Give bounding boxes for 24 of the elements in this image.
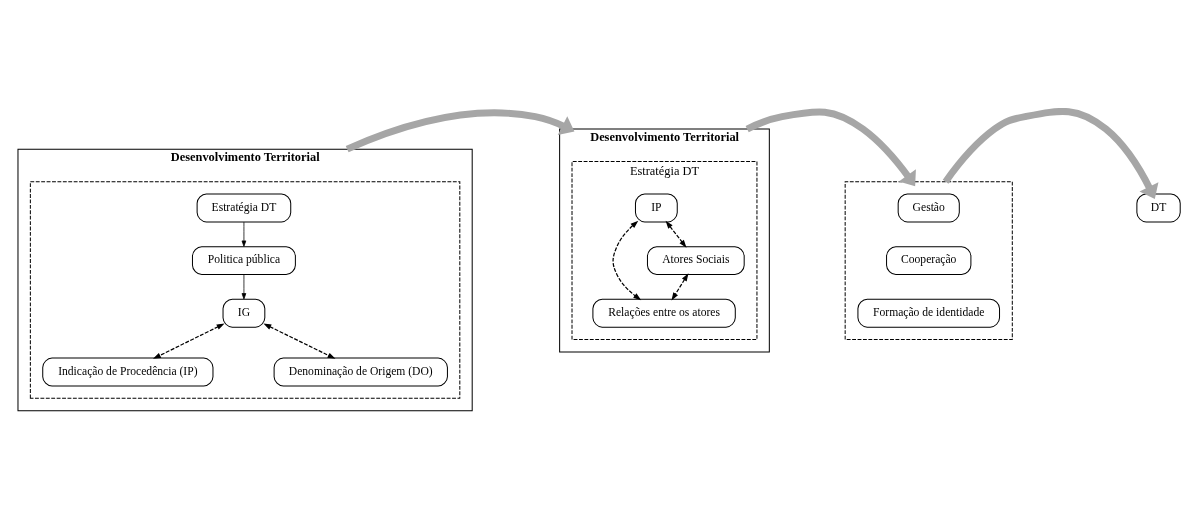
node-box: Atores Sociais — [646, 246, 745, 276]
arrow — [665, 220, 687, 248]
arrow — [942, 108, 1159, 199]
cluster — [29, 181, 461, 399]
arrow — [345, 109, 575, 153]
node-box: Denominação de Origem (DO) — [273, 357, 448, 387]
node-box: DT — [1136, 193, 1181, 223]
arrow — [152, 323, 225, 359]
arrow — [612, 220, 642, 301]
arrow — [745, 108, 916, 187]
node-box: Indicação de Procedência (IP) — [42, 357, 214, 387]
arrow — [671, 273, 689, 301]
arrow — [263, 323, 336, 359]
node-box: Estratégia DT — [196, 193, 292, 223]
node-box: IG — [222, 298, 266, 328]
node-box: Relações entre os atores — [592, 298, 736, 328]
arrow — [241, 221, 247, 247]
node-box: IP — [634, 193, 678, 223]
node-box: Formação de identidade — [857, 298, 1001, 328]
node-box: Cooperação — [886, 246, 972, 276]
node-box: Politica pública — [191, 246, 296, 276]
node-box: Gestão — [897, 193, 960, 223]
cluster — [844, 181, 1013, 341]
arrow — [241, 274, 247, 300]
